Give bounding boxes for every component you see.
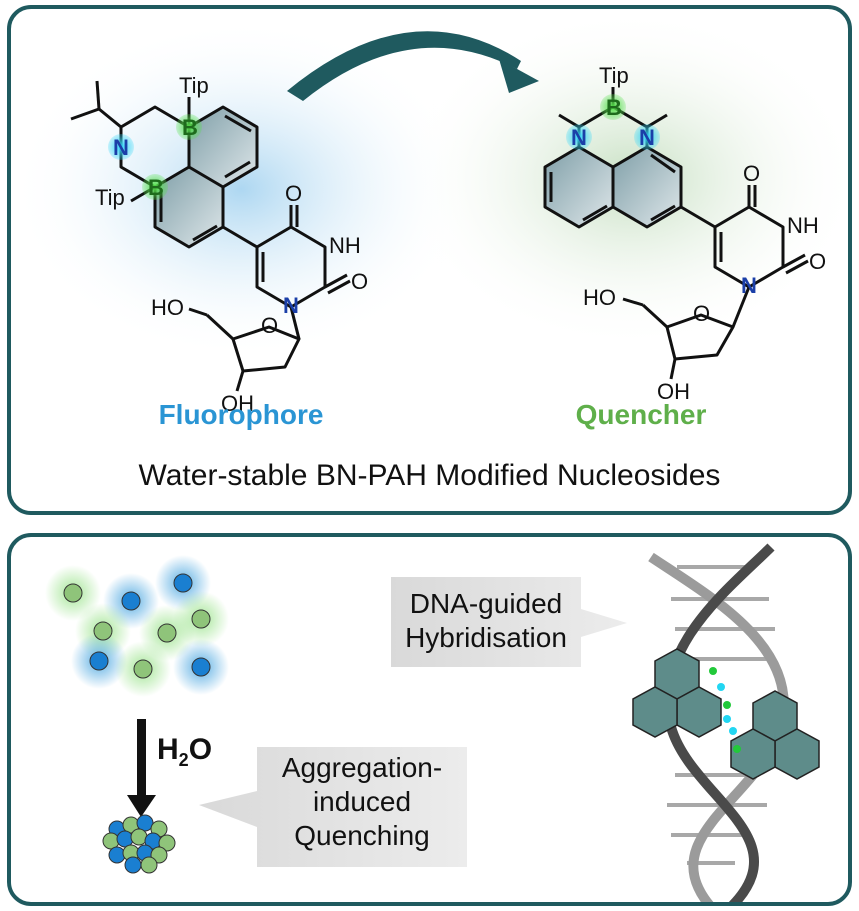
aggregation-callout-shape (199, 747, 467, 867)
bottom-panel: H2O Aggregation- induced Quenching DNA-g… (7, 533, 852, 906)
fluoro-nitrogen-icon (108, 134, 134, 160)
fluoro-boron-bottom-icon (142, 174, 168, 200)
quench-boron-icon (600, 94, 626, 120)
dna-callout-shape (391, 577, 627, 667)
fluorophore-name: Fluorophore (158, 399, 324, 430)
quench-nh: NH (787, 213, 819, 238)
fluoro-ring-o: O (261, 313, 278, 338)
fluoro-ring-n: N (283, 293, 299, 318)
fluoro-carbonyl-1: O (285, 181, 302, 206)
fluoro-carbonyl-2: O (351, 269, 368, 294)
quench-nitrogen-left-icon (566, 124, 592, 150)
dispersed-dots (45, 555, 229, 697)
quencher-structure (543, 87, 809, 380)
quench-nitrogen-right-icon (634, 124, 660, 150)
fluoro-oh: OH (221, 391, 254, 416)
quench-nitrogen-left: N (571, 125, 587, 150)
fluoro-nitrogen: N (113, 135, 129, 160)
bottom-illustration (45, 543, 820, 902)
hydrogen-bond-dots (709, 667, 741, 753)
top-panel: Tip Tip B B N O NH O N HO O OH (7, 5, 852, 515)
aggregation-callout: Aggregation- induced Quenching (257, 751, 467, 853)
dna-line-1: DNA-guided (409, 588, 563, 619)
quench-tip-top: Tip (599, 63, 629, 88)
quencher-name: Quencher (575, 399, 707, 430)
dna-helix (648, 543, 789, 902)
molecule-illustration: Tip Tip B B N O NH O N HO O OH (11, 9, 848, 416)
curved-arrow-icon (287, 31, 521, 101)
aggregation-line-3: Quenching (294, 820, 430, 851)
dna-hexagons (632, 648, 820, 780)
fluoro-nh: NH (329, 233, 361, 258)
quench-oh: OH (657, 379, 690, 404)
fluoro-boron-top: B (182, 115, 198, 140)
quench-ring-o: O (693, 301, 710, 326)
quench-ring-n: N (741, 273, 757, 298)
arrow-head-icon (499, 59, 539, 93)
quench-boron: B (606, 95, 622, 120)
aggregate-cluster (102, 814, 176, 874)
top-caption: Water-stable BN-PAH Modified Nucleosides (138, 459, 721, 492)
fluoro-ho: HO (151, 295, 184, 320)
fluoro-boron-bottom: B (148, 175, 164, 200)
quench-ho: HO (583, 285, 616, 310)
quench-carbonyl-1: O (743, 161, 760, 186)
quench-nitrogen-right: N (639, 125, 655, 150)
fluoro-tip-top: Tip (179, 73, 209, 98)
fluorophore-glow (11, 19, 471, 359)
dna-callout: DNA-guided Hybridisation (391, 587, 581, 655)
fluoro-tip-bottom: Tip (95, 185, 125, 210)
down-arrow-head-icon (127, 795, 156, 817)
quench-carbonyl-2: O (809, 249, 826, 274)
down-arrow-shaft (137, 719, 146, 799)
aggregation-line-2: induced (312, 786, 412, 817)
fluoro-boron-top-icon (176, 114, 202, 140)
dna-line-2: Hybridisation (405, 622, 567, 653)
aggregation-line-1: Aggregation- (281, 752, 443, 783)
h2o-label: H2O (157, 733, 213, 770)
